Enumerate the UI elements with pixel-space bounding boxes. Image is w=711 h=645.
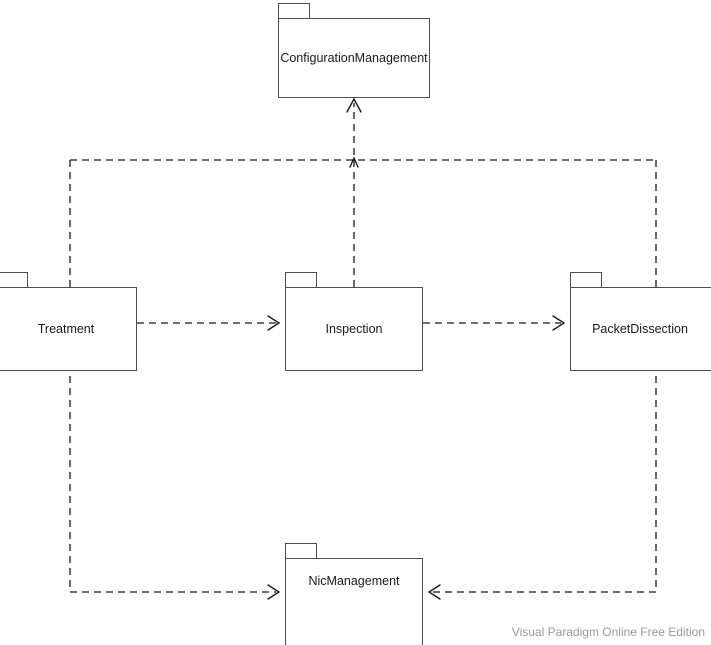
package-label-packet-dissection: PacketDissection — [592, 321, 688, 336]
edge-inspection-to-configuration-management — [346, 97, 362, 287]
package-label-nic-management: NicManagement — [308, 573, 400, 588]
edge-packet-dissection-bus-right — [427, 160, 657, 600]
package-tab-treatment — [0, 272, 28, 288]
package-body-configuration-management: ConfigurationManagement — [278, 18, 430, 98]
package-label-inspection: Inspection — [325, 321, 383, 336]
edge-inspection-to-packet-dissection — [423, 315, 566, 331]
package-body-packet-dissection: PacketDissection — [570, 287, 711, 371]
package-body-nic-management: NicManagement — [285, 558, 423, 645]
edge-bus-to-configuration-management — [349, 156, 359, 168]
package-tab-inspection — [285, 272, 317, 288]
edge-treatment-to-inspection — [137, 315, 281, 331]
edge-treatment-bus-left — [69, 160, 281, 600]
watermark: Visual Paradigm Online Free Edition — [511, 625, 705, 639]
package-tab-configuration-management — [278, 3, 310, 19]
package-tab-nic-management — [285, 543, 317, 559]
package-tab-packet-dissection — [570, 272, 602, 288]
package-label-treatment: Treatment — [37, 321, 95, 336]
package-label-configuration-management: ConfigurationManagement — [280, 50, 428, 65]
package-body-treatment: Treatment — [0, 287, 137, 371]
package-body-inspection: Inspection — [285, 287, 423, 371]
